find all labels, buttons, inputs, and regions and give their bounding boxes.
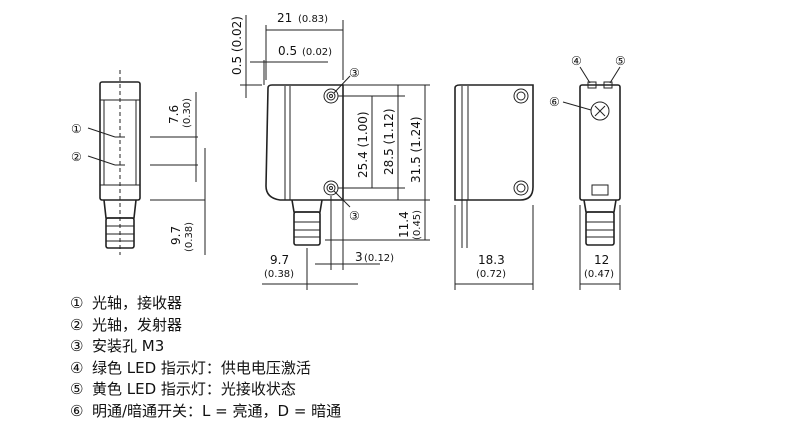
dim-side-9-7: 9.7 bbox=[270, 253, 289, 267]
legend-text: 绿色 LED 指示灯：供电电压激活 bbox=[92, 358, 311, 377]
dim-side-0-5-h: 0.5 bbox=[278, 44, 297, 58]
legend-number: ④ bbox=[70, 358, 84, 377]
callout-6: ⑥ bbox=[549, 95, 560, 109]
dim-rear-12-inch: (0.47) bbox=[584, 269, 614, 280]
dim-side-11-4-inch: (0.45) bbox=[412, 210, 423, 240]
legend-item: ⑥ 明通/暗通开关：L = 亮通，D = 暗通 bbox=[70, 401, 341, 423]
dim-front-9-7-inch: (0.38) bbox=[184, 222, 195, 252]
legend-number: ① bbox=[70, 294, 84, 312]
back-view: 18.3 (0.72) bbox=[454, 84, 534, 290]
rear-view: ④ ⑤ ⑥ 12 (0.47) bbox=[549, 54, 626, 290]
legend-item: ② 光轴，发射器 bbox=[70, 315, 341, 337]
dim-side-3-inch: (0.12) bbox=[364, 253, 394, 264]
callout-5: ⑤ bbox=[615, 54, 626, 68]
legend-text: 黄色 LED 指示灯：光接收状态 bbox=[92, 380, 296, 398]
legend-item: ④ 绿色 LED 指示灯：供电电压激活 bbox=[70, 358, 341, 380]
front-view: ① ② 7.6 (0.30) 9.7 (0.38) bbox=[71, 70, 206, 255]
legend-number: ⑤ bbox=[70, 380, 84, 398]
dim-side-0-5-v: 0.5 (0.02) bbox=[230, 16, 244, 75]
callout-3-bottom: ③ bbox=[349, 209, 360, 223]
callout-2: ② bbox=[71, 150, 82, 164]
dim-side-0-5-h-inch: (0.02) bbox=[302, 47, 332, 58]
legend-item: ⑤ 黄色 LED 指示灯：光接收状态 bbox=[70, 379, 341, 401]
dim-side-31-5: 31.5 (1.24) bbox=[409, 116, 423, 183]
dim-back-18-3: 18.3 bbox=[478, 253, 505, 267]
legend: ① 光轴，接收器 ② 光轴，发射器 ③ 安装孔 M3 ④ 绿色 LED 指示灯：供电电压… bbox=[70, 293, 341, 422]
dim-back-18-3-inch: (0.72) bbox=[476, 269, 506, 280]
legend-text: 明通/暗通开关：L = 亮通，D = 暗通 bbox=[92, 401, 342, 420]
dimension-drawing: ① ② 7.6 (0.30) 9.7 (0.38) ③ ③ 21 (0.83) bbox=[71, 11, 626, 290]
dim-side-21-inch: (0.83) bbox=[298, 14, 328, 25]
dim-rear-12: 12 bbox=[594, 253, 609, 267]
dim-front-9-7: 9.7 bbox=[169, 226, 183, 245]
dim-front-7-6-inch: (0.30) bbox=[182, 98, 193, 128]
dim-side-11-4: 11.4 bbox=[397, 211, 411, 238]
legend-number: ③ bbox=[70, 337, 84, 355]
callout-4: ④ bbox=[571, 54, 582, 68]
dim-side-9-7-inch: (0.38) bbox=[264, 269, 294, 280]
legend-number: ② bbox=[70, 315, 84, 334]
callout-1: ① bbox=[71, 122, 82, 136]
legend-number: ⑥ bbox=[70, 401, 84, 420]
legend-text: 光轴，发射器 bbox=[92, 315, 183, 334]
dim-side-21: 21 bbox=[277, 11, 292, 25]
dim-side-3: 3 bbox=[355, 250, 363, 264]
legend-text: 光轴，接收器 bbox=[92, 294, 183, 312]
legend-item: ③ 安装孔 M3 bbox=[70, 336, 341, 358]
dim-side-28-5: 28.5 (1.12) bbox=[382, 108, 396, 175]
side-view: ③ ③ 21 (0.83) 0.5 (0.02) 0.5 (0.02) 25.4… bbox=[230, 11, 430, 290]
dim-side-25-4: 25.4 (1.00) bbox=[356, 111, 370, 178]
legend-item: ① 光轴，接收器 bbox=[70, 293, 341, 315]
dim-front-7-6: 7.6 bbox=[167, 105, 181, 124]
legend-text: 安装孔 M3 bbox=[92, 337, 165, 355]
callout-3-top: ③ bbox=[349, 66, 360, 80]
